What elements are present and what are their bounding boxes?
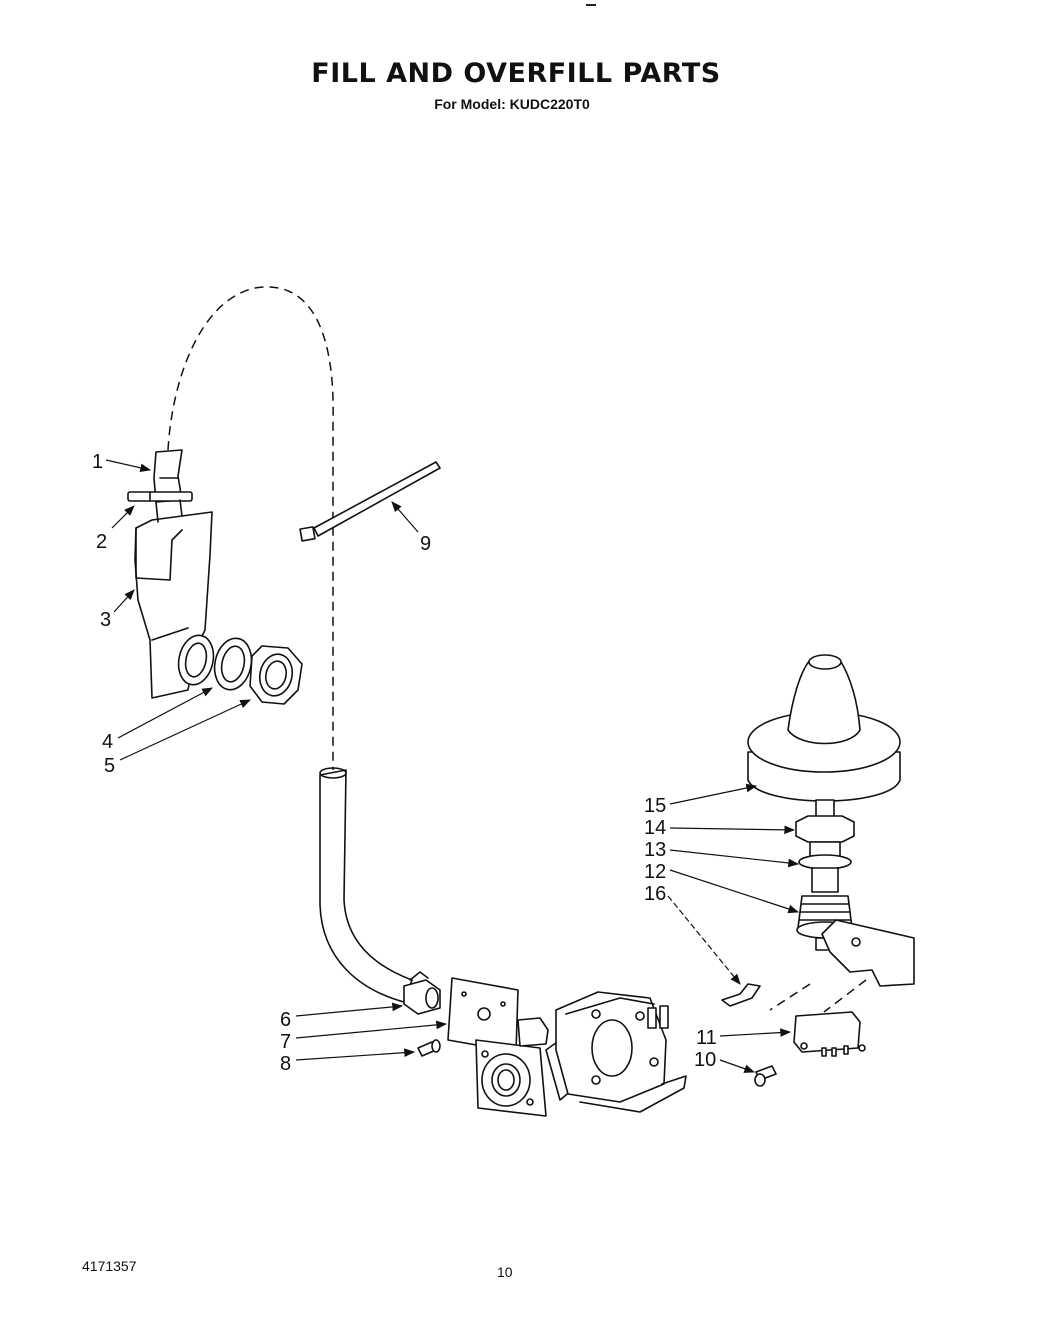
page-number: 10 [497, 1264, 513, 1280]
callout-10: 10 [694, 1049, 716, 1071]
tie-strap-small-part [127, 491, 193, 502]
leader-14 [669, 825, 796, 835]
callout-8: 8 [280, 1053, 291, 1075]
callout-3: 3 [100, 609, 111, 631]
callout-13: 13 [644, 839, 666, 861]
callout-15: 15 [644, 795, 666, 817]
overfill-switch-part [793, 1011, 866, 1057]
fill-hose [319, 767, 413, 1003]
water-valve-assembly [475, 991, 687, 1117]
switch-screw-part [754, 1065, 777, 1087]
leader-4 [117, 687, 213, 739]
document-number: 4171357 [82, 1258, 137, 1274]
bracket-plate-part [447, 977, 519, 1053]
callout-14: 14 [644, 817, 666, 839]
leader-10 [719, 1059, 756, 1073]
switch-bracket [769, 919, 915, 1013]
callout-2: 2 [96, 531, 107, 553]
model-subtitle: For Model: KUDC220T0 [434, 96, 590, 112]
gasket-ring-part [177, 634, 253, 691]
callout-7: 7 [280, 1031, 291, 1053]
leader-13 [669, 849, 800, 868]
valve-screw-part [417, 1039, 441, 1057]
hose-clamp-part [403, 971, 441, 1015]
float-cone-part [747, 654, 901, 802]
leader-7 [295, 1020, 448, 1039]
leader-8 [295, 1048, 416, 1061]
leader-5 [119, 699, 251, 761]
callout-4: 4 [102, 731, 113, 753]
leader-16 [667, 895, 741, 985]
top-mark [586, 4, 596, 6]
leader-2 [111, 505, 135, 529]
callout-1: 1 [92, 451, 103, 473]
leader-6 [295, 1002, 404, 1017]
callout-6: 6 [280, 1009, 291, 1031]
callout-5: 5 [104, 755, 115, 777]
page-title: FILL AND OVERFILL PARTS [311, 58, 721, 89]
leader-9 [391, 501, 419, 533]
callout-9: 9 [420, 533, 431, 555]
cable-tie-part [299, 461, 441, 542]
callout-12: 12 [644, 861, 666, 883]
callout-11: 11 [696, 1027, 717, 1049]
leader-15 [669, 783, 758, 805]
hex-nut-part [249, 645, 303, 705]
leader-1 [105, 459, 152, 473]
callout-16: 16 [644, 883, 666, 905]
fill-tube-route [167, 286, 334, 770]
leader-11 [719, 1028, 792, 1037]
leader-12 [669, 869, 800, 914]
actuator-link-part [721, 983, 761, 1007]
leader-3 [113, 589, 135, 613]
